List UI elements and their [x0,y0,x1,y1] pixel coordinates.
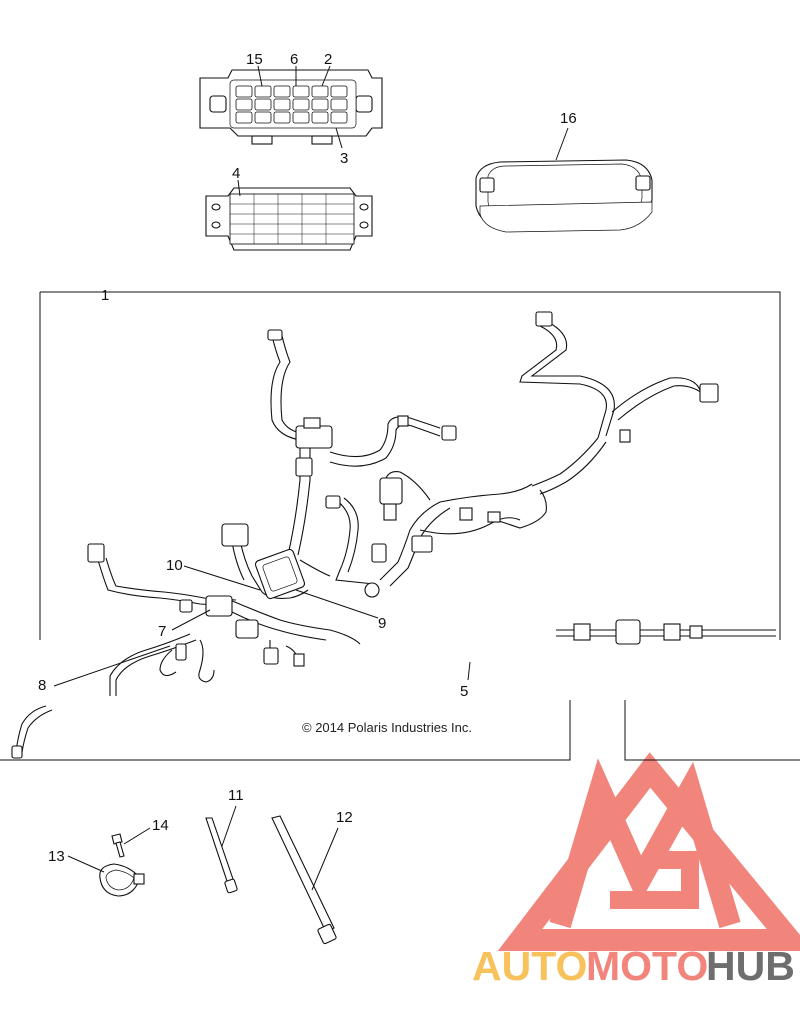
callout-16: 16 [560,110,577,127]
fuse-slot [311,111,329,124]
callout-15: 15 [246,51,263,68]
harness-frame-top [40,291,781,640]
fuse-slot [235,98,253,111]
fuse-slot [330,85,348,98]
main-wiring-harness [15,321,776,753]
leader-4 [237,179,241,197]
fuse-slot [292,111,310,124]
leader-9 [295,589,379,619]
leader-12 [311,827,339,891]
callout-13: 13 [48,848,65,865]
fuse-slot [311,98,329,111]
leader-2 [321,65,331,87]
leader-7 [171,609,211,631]
callout-6: 6 [290,51,298,68]
callout-12: 12 [336,809,353,826]
hose-clamp [99,863,145,897]
callout-8: 8 [38,677,46,694]
leader-15 [257,65,263,87]
logo-word-auto: AUTO [472,943,587,989]
fuse-box-connector [199,69,383,145]
leader-13 [67,855,105,873]
callout-9: 9 [378,615,386,632]
leader-16 [555,127,569,161]
callout-14: 14 [152,817,169,834]
copyright-notice: © 2014 Polaris Industries Inc. [302,720,472,735]
leader-3 [335,127,343,149]
fuse-box-cover [205,187,373,251]
cable-tie-large [271,815,337,945]
harness-frame-bottom-right [624,700,800,761]
fuse-slot [330,111,348,124]
callout-7: 7 [158,623,166,640]
fuse-slot [292,85,310,98]
harness-frame-bottom-left [0,700,571,761]
leader-11 [221,805,237,847]
fuse-slot [273,111,291,124]
leader-8 [53,645,171,687]
fuse-slot [292,98,310,111]
fuse-slot [254,111,272,124]
fuse-slot [235,111,253,124]
harness-connectors [11,311,719,759]
callout-10: 10 [166,557,183,574]
fuse-slot [330,98,348,111]
fuse-slot [311,85,329,98]
leader-14 [123,827,151,845]
logo-word-moto: MOTO [586,943,708,989]
fuse-slot [254,85,272,98]
mounting-bolt [111,833,125,858]
cable-tie-small [205,817,238,894]
callout-1: 1 [101,287,109,304]
automotohub-logo: AUTO MOTO HUB [472,752,800,989]
callout-5: 5 [460,683,468,700]
callout-4: 4 [232,165,240,182]
module-cover [475,159,653,233]
fuse-slot [235,85,253,98]
callout-2: 2 [324,51,332,68]
leader-5 [467,661,471,681]
callout-11: 11 [228,787,244,804]
fuse-slot [254,98,272,111]
leader-10 [183,565,261,591]
fuse-slot [273,85,291,98]
logo-word-hub: HUB [706,943,795,989]
callout-3: 3 [340,150,348,167]
fuse-slot [273,98,291,111]
